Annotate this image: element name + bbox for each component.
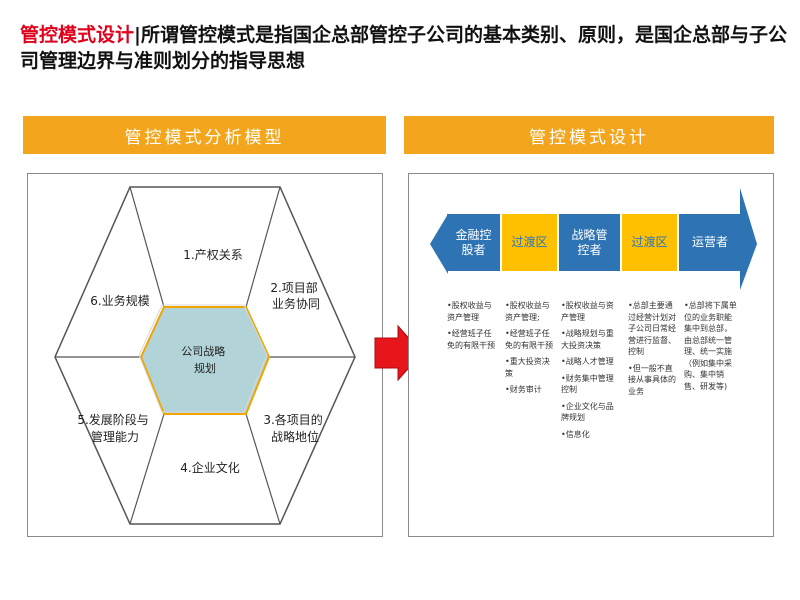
column-item: •总部主要通过经营计划对子公司日常经营进行监督、控制 xyxy=(628,301,676,356)
flow-segment-operator: 运营者 xyxy=(679,214,741,271)
column-item: •股权收益与资产管理 xyxy=(561,301,614,322)
flow-segment-transition-1: 过渡区 xyxy=(502,214,557,271)
column-transition-2: •总部主要通过经营计划对子公司日常经营进行监督、控制 •但一般不直接从事具体的业… xyxy=(628,300,676,402)
column-item: •企业文化与品牌规划 xyxy=(561,401,614,423)
spoke-line xyxy=(245,413,281,525)
center-hexagon-shadow xyxy=(138,304,268,413)
center-hexagon xyxy=(139,306,271,415)
segment-label-5: 5.发展阶段与 管理能力 xyxy=(77,412,152,444)
segment-label-6: 6.业务规模 xyxy=(90,293,149,308)
hexagon-diagram: 公司战略 规划 1.产权关系 2.项目部 业务协同 3.各项目的 战略地位 4.… xyxy=(54,186,356,525)
title-highlight: 管控模式设计 xyxy=(20,24,135,46)
segment-label-4: 4.企业文化 xyxy=(180,460,239,475)
flow-segment-financial-holder: 金融控股者 xyxy=(447,214,500,271)
column-strategic-controller: •股权收益与资产管理 •战略规划与重大投资决策 •战略人才管理 •财务集中管理控… xyxy=(561,300,621,445)
column-item: •股权收益与资产管理 xyxy=(447,301,492,322)
flow-segment-transition-2: 过渡区 xyxy=(622,214,677,271)
spoke-line xyxy=(129,186,165,308)
column-item: •经营班子任免的有限干预 xyxy=(447,329,495,350)
right-panel-header: 管控模式设计 xyxy=(404,116,774,154)
column-item: •重大投资决策 xyxy=(505,357,550,378)
center-label: 公司战略 规划 xyxy=(181,344,229,375)
spoke-line xyxy=(245,186,281,308)
segment-label-3: 3.各项目的 战略地位 xyxy=(263,412,326,444)
column-item: •信息化 xyxy=(561,429,590,439)
column-financial-holder: •股权收益与资产管理 •经营班子任免的有限干预 xyxy=(447,300,495,356)
title-text: |所谓管控模式是指国企总部管控子公司的基本类别、原则，是国企总部与子公司管理边界… xyxy=(20,24,787,72)
spoke-line xyxy=(129,413,165,525)
column-item: •但一般不直接从事具体的业务 xyxy=(628,363,676,396)
column-item: •财务集中管理控制 xyxy=(561,373,614,395)
column-item: •经营班子任免的有限干预 xyxy=(505,329,553,350)
column-item: •财务审计 xyxy=(505,385,542,394)
analysis-model-panel: 公司战略 规划 1.产权关系 2.项目部 业务协同 3.各项目的 战略地位 4.… xyxy=(27,173,383,537)
center-label-line: 公司战略 xyxy=(181,344,225,358)
column-operator: •总部将下属单位的业务职能集中到总部，由总部统一管理、统一实施（例如集中采购、集… xyxy=(684,300,738,397)
segment-label-2: 2.项目部 业务协同 xyxy=(270,280,321,311)
flow-segment-strategic-controller: 战略管控者 xyxy=(559,214,620,271)
column-item: •战略人才管理 xyxy=(561,357,614,366)
column-item: •股权收益与资产管理; xyxy=(505,301,550,322)
left-panel-header: 管控模式分析模型 xyxy=(23,116,386,154)
column-item: •总部将下属单位的业务职能集中到总部，由总部统一管理、统一实施（例如集中采购、集… xyxy=(684,301,737,391)
column-transition-1: •股权收益与资产管理; •经营班子任免的有限干预 •重大投资决策 •财务审计 xyxy=(505,300,555,401)
page-title: 管控模式设计|所谓管控模式是指国企总部管控子公司的基本类别、原则，是国企总部与子… xyxy=(20,22,790,74)
column-item: •战略规划与重大投资决策 xyxy=(561,329,614,350)
center-label-line: 规划 xyxy=(194,361,216,375)
segment-label-1: 1.产权关系 xyxy=(183,248,242,262)
